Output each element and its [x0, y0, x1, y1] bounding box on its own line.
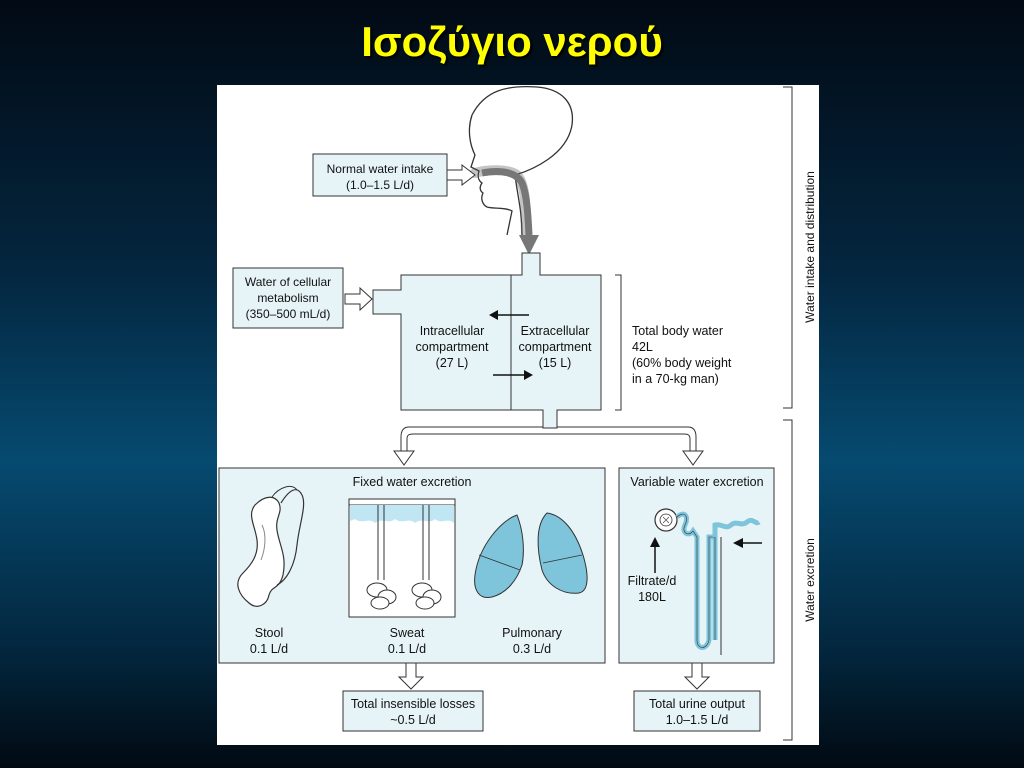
filtrate-line1: Filtrate/d — [628, 574, 677, 588]
intake-distribution-label: Water intake and distribution — [803, 171, 817, 323]
metabolism-line3: (350–500 mL/d) — [246, 307, 331, 321]
stool-value: 0.1 L/d — [250, 642, 288, 656]
sweat-value: 0.1 L/d — [388, 642, 426, 656]
ingestion-arrow — [481, 167, 539, 255]
head-silhouette — [468, 85, 574, 240]
extracellular-line3: (15 L) — [539, 356, 572, 370]
insensible-line2: ~0.5 L/d — [390, 713, 436, 727]
colon-illustration — [237, 486, 305, 607]
insensible-line1: Total insensible losses — [351, 697, 475, 711]
normal-intake-line1: Normal water intake — [327, 162, 434, 176]
normal-intake-line2: (1.0–1.5 L/d) — [346, 178, 414, 192]
pulmonary-value: 0.3 L/d — [513, 642, 551, 656]
pulmonary-label: Pulmonary — [502, 626, 562, 640]
fixed-excretion-title: Fixed water excretion — [353, 475, 472, 489]
variable-excretion-title: Variable water excretion — [630, 475, 763, 489]
intracellular-line3: (27 L) — [436, 356, 469, 370]
tbw-line3: (60% body weight — [632, 356, 732, 370]
normal-intake-box — [312, 153, 448, 197]
nephron-illustration — [650, 508, 762, 655]
extracellular-line2: compartment — [519, 340, 592, 354]
urine-output-box — [633, 690, 761, 732]
intracellular-line2: compartment — [416, 340, 489, 354]
urine-line1: Total urine output — [649, 697, 745, 711]
metabolism-line2: metabolism — [257, 291, 318, 305]
filtrate-line2: 180L — [638, 590, 666, 604]
insensible-losses-box — [342, 690, 484, 732]
diagram-panel: Normal water intake (1.0–1.5 L/d) Water … — [217, 85, 819, 745]
tbw-line2: 42L — [632, 340, 653, 354]
urine-down-arrow — [683, 662, 711, 690]
slide-title: Ισοζύγιο νερού — [361, 18, 663, 65]
sweat-gland-illustration — [348, 498, 456, 618]
stool-label: Stool — [255, 626, 284, 640]
excretion-bracket — [783, 419, 793, 741]
insensible-down-arrow — [397, 662, 425, 690]
lungs-illustration — [474, 512, 588, 599]
excretion-label: Water excretion — [803, 538, 817, 622]
exchange-arrows — [489, 310, 533, 380]
extracellular-line1: Extracellular — [521, 324, 590, 338]
tbw-line4: in a 70-kg man) — [632, 372, 719, 386]
metabolism-arrow — [344, 286, 373, 312]
intracellular-line1: Intracellular — [420, 324, 485, 338]
urine-line2: 1.0–1.5 L/d — [666, 713, 729, 727]
normal-intake-arrow — [446, 163, 476, 187]
intake-distribution-bracket — [783, 86, 793, 409]
metabolism-line1: Water of cellular — [245, 275, 331, 289]
total-body-water-bracket — [615, 274, 622, 411]
split-arrow — [393, 426, 704, 466]
tbw-line1: Total body water — [632, 324, 723, 338]
metabolism-box — [232, 267, 344, 329]
sweat-label: Sweat — [390, 626, 425, 640]
